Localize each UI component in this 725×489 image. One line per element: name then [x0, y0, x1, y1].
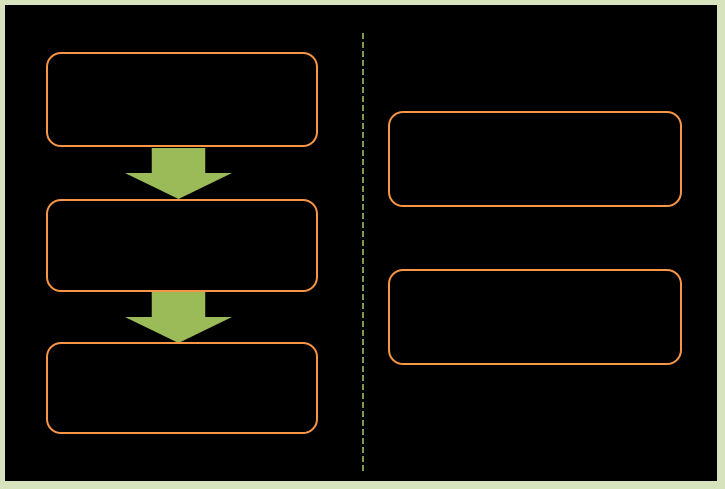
flow-box-left-1 [46, 52, 318, 147]
flow-box-right-1 [388, 111, 682, 207]
flow-box-left-2 [46, 199, 318, 292]
dashed-divider [362, 33, 364, 472]
down-arrow-icon [125, 148, 232, 199]
flow-box-right-2 [388, 269, 682, 365]
down-arrow-icon [125, 292, 232, 343]
flow-box-left-3 [46, 342, 318, 434]
